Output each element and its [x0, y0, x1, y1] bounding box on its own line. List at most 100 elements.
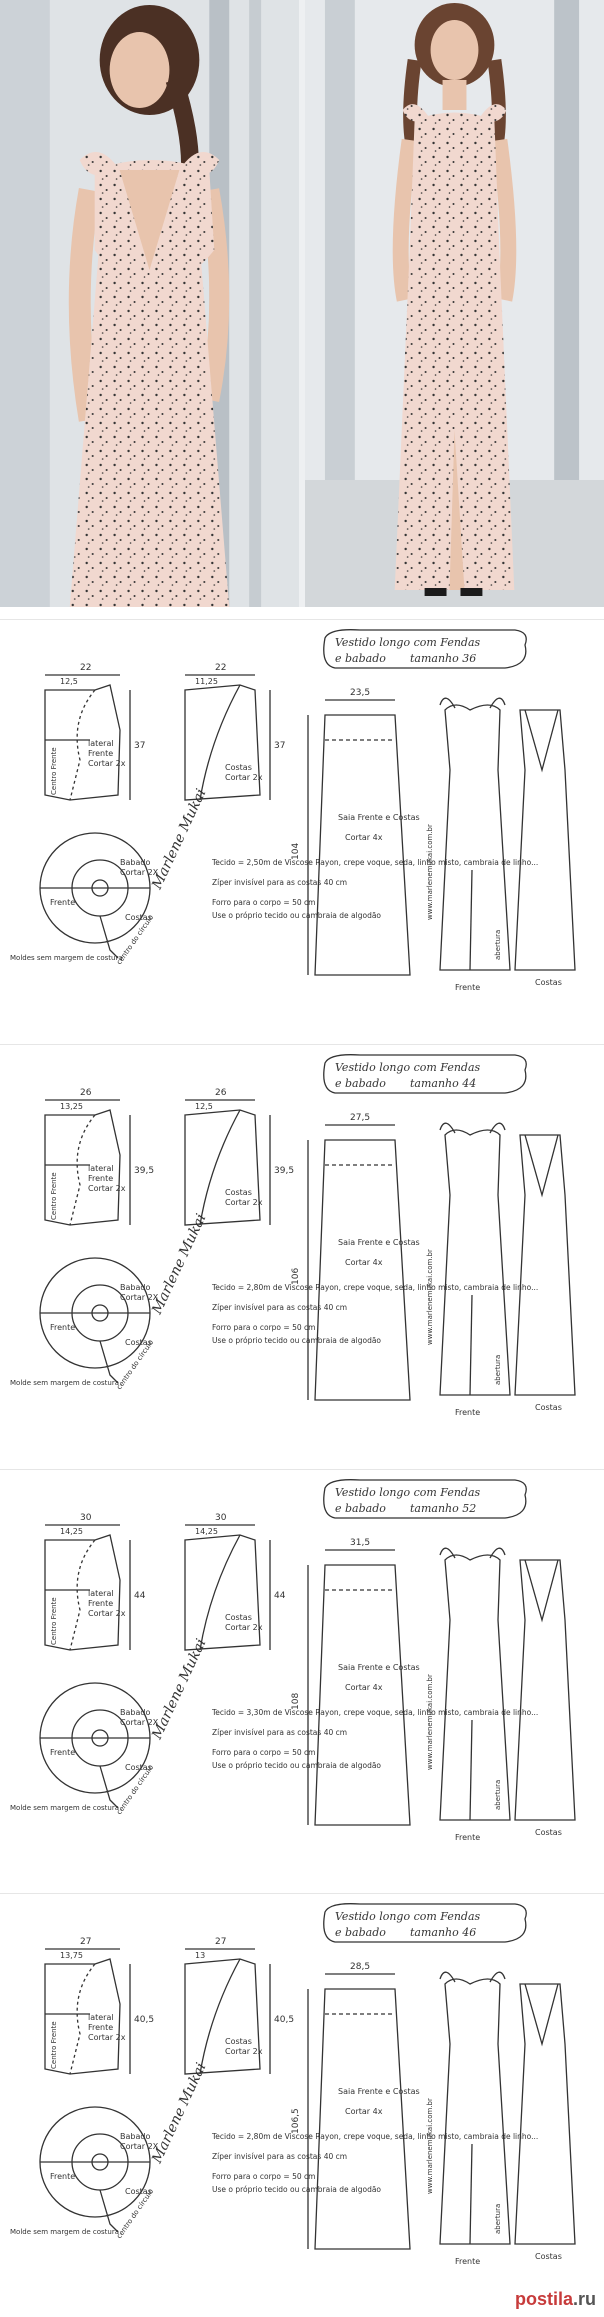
abertura-label: abertura — [494, 2204, 502, 2234]
back-top-label: 14,25 — [195, 1527, 218, 1536]
website-label: www.marlenemukai.com.br — [426, 824, 434, 920]
pattern-drawing: Vestido longo com Fendas e babado tamanh… — [10, 629, 576, 992]
ruffle-front-label: Frente — [50, 1323, 75, 1332]
skirt-width-label: 28,5 — [350, 1962, 370, 1972]
skirt-cut-label: Cortar 4x — [345, 833, 383, 842]
ruffle-cut-label: Cortar 2X — [120, 1718, 159, 1727]
front-top-label: 14,25 — [60, 1527, 83, 1536]
front-cut-label: Cortar 2x — [88, 1184, 126, 1193]
size-label: tamanho 52 — [410, 1502, 476, 1515]
back-bodice-outline — [184, 1958, 261, 2075]
front-width-label: 30 — [80, 1513, 92, 1523]
front-length-label: 40,5 — [134, 2015, 154, 2025]
skirt-outline — [314, 1564, 411, 1826]
front-ruffle-right — [489, 1122, 506, 1134]
skirt-piece-label: Saia Frente e Costas — [338, 813, 420, 822]
ruffle-label: Babado — [120, 858, 150, 867]
center-front-label: Centro Frente — [50, 1172, 58, 1220]
lining-fabric-note: Use o próprio tecido ou cambraia de algo… — [212, 2185, 381, 2194]
skirt-cut-label: Cortar 4x — [345, 1258, 383, 1267]
skirt-outline — [314, 1139, 411, 1401]
back-v-neck — [199, 1109, 241, 1226]
ruffle-front-label: Frente — [50, 2172, 75, 2181]
skirt-length-label: 104 — [291, 843, 301, 860]
front-slit-line — [469, 2143, 473, 2245]
back-dress-sketch — [514, 1983, 576, 2245]
pattern-sheet-52: Vestido longo com Fendas e babado tamanh… — [0, 1469, 604, 1893]
back-top-label: 11,25 — [195, 677, 218, 686]
ruffle-label: Babado — [120, 1283, 150, 1292]
pattern-drawing: Vestido longo com Fendas e babado tamanh… — [10, 1479, 576, 1842]
back-width-label: 30 — [215, 1513, 227, 1523]
back-v-sketch — [524, 1983, 559, 2047]
skirt-width-label: 31,5 — [350, 1538, 370, 1548]
website-label: www.marlenemukai.com.br — [426, 1249, 434, 1345]
ruffle-tail — [99, 1765, 119, 1809]
sketch-back-label: Costas — [535, 1828, 562, 1837]
no-margin-note: Molde sem margem de costura — [10, 1804, 119, 1812]
ruffle-front-label: Frente — [50, 1748, 75, 1757]
front-neck-curve — [69, 689, 96, 801]
back-length-label: 39,5 — [274, 1166, 294, 1176]
back-cut-label: Cortar 2x — [225, 1623, 263, 1632]
photo-front-view — [305, 0, 604, 607]
lining-note: Forro para o corpo = 50 cm — [212, 1748, 315, 1757]
watermark-tld: .ru — [572, 2289, 596, 2309]
title: Vestido longo com Fendas — [335, 1486, 481, 1499]
ruffle-tail — [99, 1340, 119, 1384]
lining-fabric-note: Use o próprio tecido ou cambraia de algo… — [212, 911, 381, 920]
front-length-label: 44 — [134, 1591, 146, 1601]
skirt-piece-label: Saia Frente e Costas — [338, 2087, 420, 2096]
back-cut-label: Cortar 2x — [225, 2047, 263, 2056]
front-length-label: 39,5 — [134, 1166, 154, 1176]
front-neck-curve — [69, 1963, 96, 2075]
pattern-sheet-44: Vestido longo com Fendas e babado tamanh… — [0, 1044, 604, 1468]
abertura-label: abertura — [494, 930, 502, 960]
back-bodice-outline — [184, 1109, 261, 1226]
sketch-back-label: Costas — [535, 978, 562, 987]
pattern-sheet-46: Vestido longo com Fendas e babado tamanh… — [0, 1893, 604, 2317]
front-width-label: 26 — [80, 1088, 92, 1098]
center-front-label: Centro Frente — [50, 2021, 58, 2069]
front-bodice-outline — [44, 684, 121, 801]
back-piece-label: Costas — [225, 763, 252, 772]
ruffle-back-label: Costas — [125, 1338, 152, 1347]
ruffle-back-label: Costas — [125, 2187, 152, 2196]
front-top-label: 12,5 — [60, 677, 78, 686]
front-piece-label: Frente — [88, 749, 113, 758]
no-margin-note: Moldes sem margem de costura — [10, 954, 123, 962]
abertura-label: abertura — [494, 1355, 502, 1385]
front-side-label: lateral — [88, 2013, 114, 2022]
skirt-piece-label: Saia Frente e Costas — [338, 1238, 420, 1247]
back-width-label: 26 — [215, 1088, 227, 1098]
zipper-note: Zíper invisível para as costas 40 cm — [212, 1303, 347, 1312]
back-top-label: 13 — [195, 1951, 205, 1960]
zipper-note: Zíper invisível para as costas 40 cm — [212, 1728, 347, 1737]
front-neck-curve — [69, 1114, 96, 1226]
back-dress-sketch — [514, 709, 576, 971]
watermark-brand: postila — [514, 2289, 573, 2309]
pattern-drawing: Vestido longo com Fendas e babado tamanh… — [10, 1054, 576, 1417]
skirt-outline — [314, 1988, 411, 2250]
spacer — [0, 607, 604, 619]
front-width-label: 22 — [80, 663, 91, 673]
title-bubble — [323, 1479, 527, 1519]
skirt-cut-label: Cortar 4x — [345, 2107, 383, 2116]
front-cut-label: Cortar 2x — [88, 1609, 126, 1618]
back-length-label: 37 — [274, 741, 285, 751]
front-bodice-outline — [44, 1534, 121, 1651]
ruffle-tail — [99, 2189, 119, 2233]
zipper-note: Zíper invisível para as costas 40 cm — [212, 878, 347, 887]
no-margin-note: Molde sem margem de costura — [10, 1379, 119, 1387]
size-label: tamanho 44 — [410, 1077, 476, 1090]
front-piece-label: Frente — [88, 2023, 113, 2032]
skirt-piece-label: Saia Frente e Costas — [338, 1663, 420, 1672]
lining-fabric-note: Use o próprio tecido ou cambraia de algo… — [212, 1336, 381, 1345]
back-v-neck — [199, 1534, 241, 1651]
ruffle-cut-label: Cortar 2X — [120, 868, 159, 877]
front-neck-curve — [69, 1539, 96, 1651]
sketch-back-label: Costas — [535, 1403, 562, 1412]
back-width-label: 27 — [215, 1937, 226, 1947]
back-v-sketch — [524, 1134, 559, 1198]
front-width-label: 27 — [80, 1937, 91, 1947]
